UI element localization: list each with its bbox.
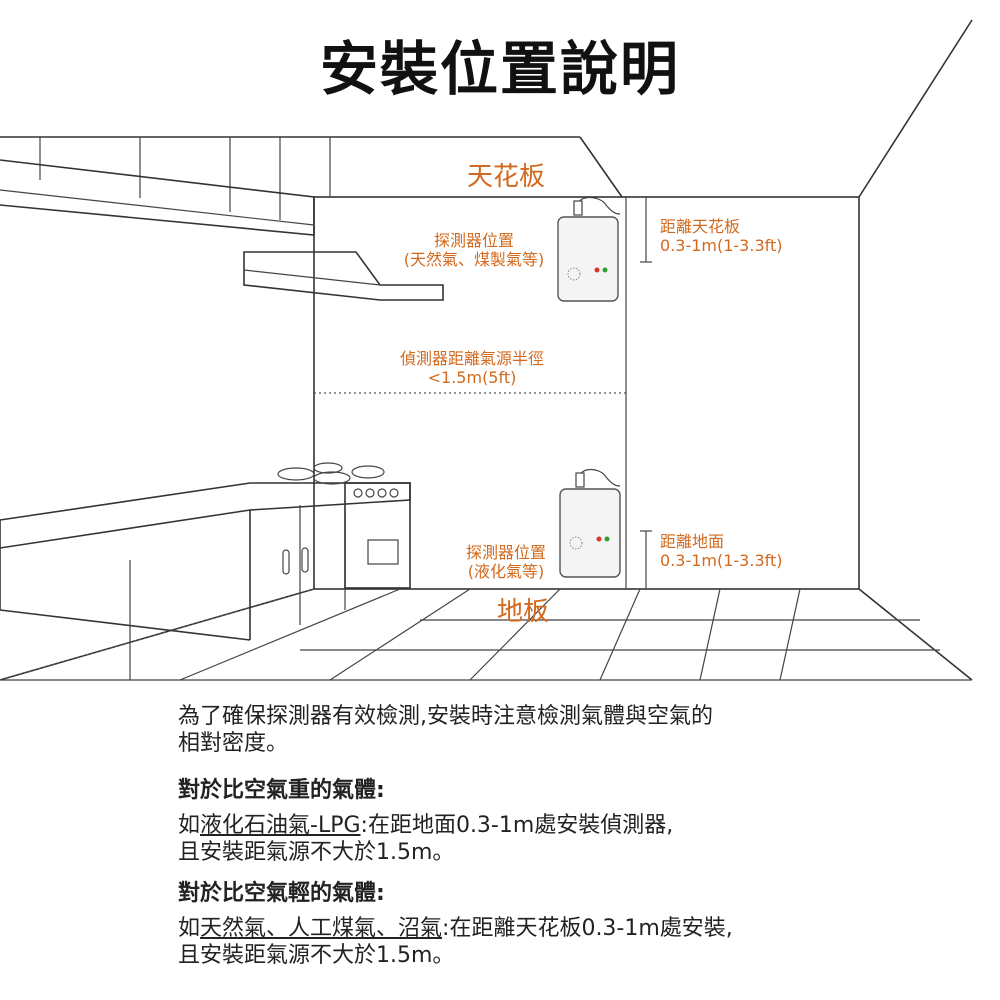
speaker-grille (569, 536, 583, 550)
upper-detector (557, 196, 621, 302)
light-gas-instruction: 如天然氣、人工煤氣、沼氣:在距離天花板0.3-1m處安裝, (178, 915, 898, 942)
kitchen-diagram: 天花板 地板 探測器位置 (天然氣、煤製氣等) 偵測器距離氣源半徑 <1.5m(… (0, 19, 973, 681)
ceiling-edge-right (858, 19, 973, 198)
led-green (602, 267, 608, 273)
heavy-gas-heading: 對於比空氣重的氣體: (178, 778, 385, 803)
lower-detector-label-gas: (液化氣等) (468, 562, 545, 581)
counter-top (0, 482, 411, 549)
page-title: 安裝位置說明 (319, 35, 680, 103)
floor-distance-marker (640, 530, 652, 590)
light-gas-prefix: 如 (178, 916, 201, 941)
lower-detector-label: 探測器位置 (466, 543, 546, 562)
ceiling-line-2 (579, 136, 623, 198)
floor-label: 地板 (497, 597, 549, 627)
ceiling-distance-label: 距離天花板 (660, 217, 740, 236)
upper-detector-label-gas: (天然氣、煤製氣等) (404, 250, 545, 269)
floor-distance-label: 距離地面 (660, 532, 724, 551)
led-green (604, 536, 610, 542)
floor-edge-left (0, 588, 315, 681)
ceiling-label: 天花板 (467, 162, 545, 192)
cabinet-handle (301, 547, 309, 573)
heavy-gas-prefix: 如 (178, 813, 201, 838)
detector-body (557, 216, 619, 302)
upper-detector-label: 探測器位置 (434, 231, 514, 250)
ceiling-distance-marker (640, 196, 652, 263)
light-gas-distance: 且安裝距氣源不大於1.5m。 (178, 943, 455, 968)
detector-body (559, 488, 621, 578)
heavy-gas-distance: 且安裝距氣源不大於1.5m。 (178, 840, 455, 865)
description: 為了確保探測器有效檢測,安裝時注意檢測氣體與空氣的 相對密度。 對於比空氣重的氣… (178, 703, 898, 983)
led-red (594, 267, 600, 273)
radius-label: 偵測器距離氣源半徑 (400, 349, 544, 368)
stove (344, 482, 411, 589)
heavy-gas-section: 對於比空氣重的氣體: 如液化石油氣-LPG:在距地面0.3-1m處安裝偵測器, … (178, 777, 898, 866)
heavy-gas-name: 液化石油氣-LPG (200, 813, 361, 838)
floor-distance-value: 0.3-1m(1-3.3ft) (660, 551, 783, 570)
light-gas-rest: :在距離天花板0.3-1m處安裝, (442, 916, 733, 941)
lower-detector (559, 468, 621, 578)
intro-line: 為了確保探測器有效檢測,安裝時注意檢測氣體與空氣的 (178, 704, 713, 729)
room-outline (0, 19, 973, 681)
upper-cabinet (0, 159, 315, 236)
light-gas-heading: 對於比空氣輕的氣體: (178, 881, 385, 906)
heavy-gas-rest: :在距地面0.3-1m處安裝偵測器, (360, 813, 674, 838)
intro-line: 相對密度。 (178, 731, 289, 756)
radius-value: <1.5m(5ft) (428, 368, 517, 387)
heavy-gas-instruction: 如液化石油氣-LPG:在距地面0.3-1m處安裝偵測器, (178, 812, 898, 839)
light-gas-section: 對於比空氣輕的氣體: 如天然氣、人工煤氣、沼氣:在距離天花板0.3-1m處安裝,… (178, 880, 898, 969)
ceiling-distance-value: 0.3-1m(1-3.3ft) (660, 236, 783, 255)
cabinet-handle (282, 549, 290, 575)
intro-text: 為了確保探測器有效檢測,安裝時注意檢測氣體與空氣的 相對密度。 (178, 703, 898, 757)
speaker-grille (567, 267, 581, 281)
range-hood (243, 251, 444, 301)
led-red (596, 536, 602, 542)
floor-edge-right (858, 588, 973, 681)
light-gas-name: 天然氣、人工煤氣、沼氣 (200, 916, 443, 941)
